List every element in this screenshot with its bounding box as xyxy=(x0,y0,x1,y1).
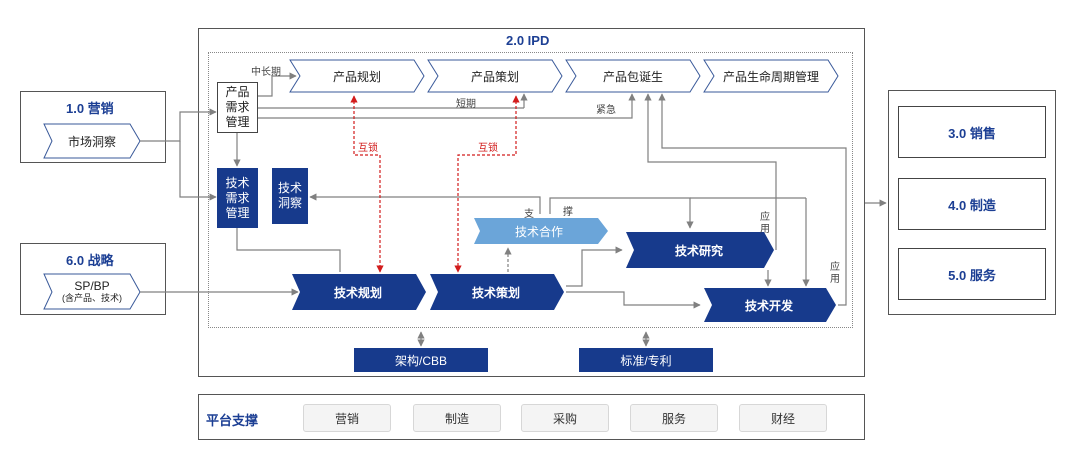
tech-design-label[interactable]: 技术策划 xyxy=(471,285,520,300)
chevron-tech-dev xyxy=(704,288,836,322)
chevron-lifecycle xyxy=(703,59,839,93)
chain-lifecycle[interactable]: 产品生命周期管理 xyxy=(722,69,819,84)
platform-item-manufacturing[interactable]: 制造 xyxy=(413,404,501,432)
platform-item-finance[interactable]: 财经 xyxy=(739,404,827,432)
marketing-title: 1.0 营销 xyxy=(66,101,114,116)
sales-box[interactable]: 3.0 销售 xyxy=(898,106,1046,158)
label-support-2: 撑 xyxy=(563,207,573,218)
chain-product-planning[interactable]: 产品规划 xyxy=(332,69,381,84)
tech-dev-label[interactable]: 技术开发 xyxy=(744,298,793,313)
ipd-inner-dotted-frame xyxy=(208,52,853,328)
market-insight-label[interactable]: 市场洞察 xyxy=(67,134,116,149)
chain-product-birth[interactable]: 产品包诞生 xyxy=(602,69,663,84)
chain-product-design[interactable]: 产品策划 xyxy=(470,69,519,84)
spbp-line2: (含产品、技术) xyxy=(62,292,122,303)
platform-item-procurement[interactable]: 采购 xyxy=(521,404,609,432)
chevron-product-design xyxy=(427,59,563,93)
chevron-tech-plan xyxy=(292,274,426,310)
arch-cbb-box[interactable]: 架构/CBB xyxy=(354,348,488,372)
label-urgent: 紧急 xyxy=(596,105,616,116)
std-patent-box[interactable]: 标准/专利 xyxy=(579,348,713,372)
manufacturing-box[interactable]: 4.0 制造 xyxy=(898,178,1046,230)
chevron-product-birth xyxy=(565,59,701,93)
tech-coop-label[interactable]: 技术合作 xyxy=(514,224,563,239)
strategy-title: 6.0 战略 xyxy=(66,253,114,268)
spbp-label[interactable]: SP/BP (含产品、技术) xyxy=(52,274,132,309)
platform-item-marketing[interactable]: 营销 xyxy=(303,404,391,432)
chevron-tech-research xyxy=(626,232,774,268)
label-apply-2: 应用 xyxy=(830,262,840,285)
label-support-1: 支 xyxy=(524,209,534,220)
tech-req-box[interactable]: 技术需求管理 xyxy=(217,168,258,228)
label-interlock-1: 互锁 xyxy=(358,143,378,154)
platform-title: 平台支撑 xyxy=(206,413,259,428)
ipd-title: 2.0 IPD xyxy=(506,33,550,48)
tech-plan-label[interactable]: 技术规划 xyxy=(333,285,382,300)
label-mid-long: 中长期 xyxy=(251,67,281,78)
product-req-box[interactable]: 产品需求管理 xyxy=(217,82,258,133)
service-box[interactable]: 5.0 服务 xyxy=(898,248,1046,300)
tech-research-label[interactable]: 技术研究 xyxy=(674,243,723,258)
label-short: 短期 xyxy=(456,99,476,110)
tech-insight-box[interactable]: 技术洞察 xyxy=(272,168,308,224)
chevron-market-insight xyxy=(43,123,141,159)
label-interlock-2: 互锁 xyxy=(478,143,498,154)
chevron-spbp xyxy=(43,273,141,310)
chevron-product-planning xyxy=(289,59,425,93)
spbp-line1: SP/BP xyxy=(74,278,110,293)
label-apply-1: 应用 xyxy=(760,212,770,235)
platform-item-service[interactable]: 服务 xyxy=(630,404,718,432)
chevron-tech-design xyxy=(430,274,564,310)
